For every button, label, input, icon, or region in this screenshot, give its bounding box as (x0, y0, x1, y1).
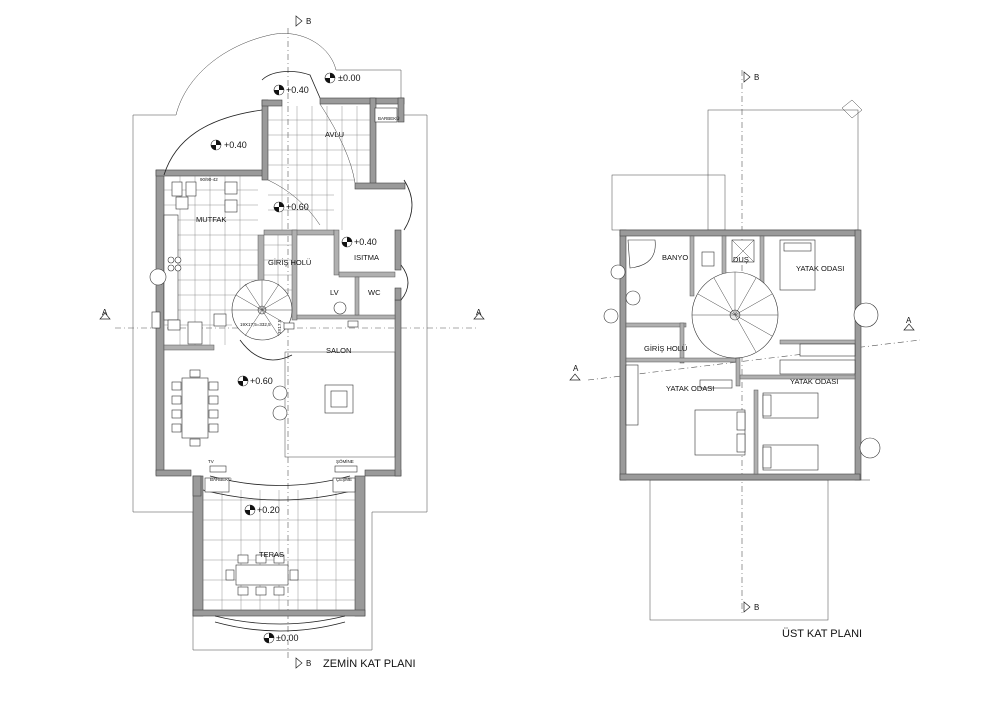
room-label-giris-holu: GİRİŞ HOLÜ (644, 344, 687, 353)
level-marker: +0.60 (237, 375, 273, 387)
level-marker: +0.40 (341, 236, 377, 248)
level-text: +0.40 (286, 85, 309, 95)
room-label-wc: WC (368, 288, 381, 297)
level-text: ±0.00 (338, 73, 360, 83)
section-mark-b: B (754, 73, 759, 82)
upper-beds (625, 239, 881, 471)
ground-room-labels: AVLU MUTFAK GİRİŞ HOLÜ ISITMA LV WC SALO… (196, 115, 400, 559)
ground-floor-plan: ±0.00 +0.40 +0.40 +0.60 +0.40 +0.60 (99, 15, 485, 670)
level-text: +0.60 (250, 376, 273, 386)
room-label-banyo: BANYO (662, 253, 688, 262)
level-marker: ±0.00 (324, 72, 360, 84)
avlu-tile-grid (268, 106, 370, 230)
ground-section-markers: A A B B (99, 15, 485, 669)
mutfak-fixtures (149, 181, 238, 345)
teras-furniture (204, 107, 398, 596)
small-label-barbeku: BARBEKÜ (210, 476, 232, 482)
salon-furniture (209, 301, 396, 473)
level-marker: +0.40 (273, 84, 309, 96)
upper-room-labels: BANYO DUŞ YATAK ODASI GİRİŞ HOLÜ YATAK O… (644, 253, 844, 393)
section-mark-a: A (102, 308, 108, 317)
section-mark-b: B (306, 659, 311, 668)
counter-dimension-label: 90/90-42 (200, 177, 218, 182)
room-label-giris-holu: GİRİŞ HOLÜ (268, 258, 311, 267)
room-label-mutfak: MUTFAK (196, 215, 226, 224)
upper-exterior-walls (619, 229, 862, 481)
level-text: +0.40 (354, 237, 377, 247)
room-label-avlu: AVLU (325, 130, 344, 139)
ground-level-markers: ±0.00 +0.40 +0.40 +0.60 +0.40 +0.60 (210, 72, 377, 644)
stair-dimension-label: 3X17,5 (277, 319, 282, 334)
level-marker: +0.20 (244, 504, 280, 516)
level-text: +0.20 (257, 505, 280, 515)
ground-interior-walls (163, 229, 396, 351)
room-label-salon: SALON (326, 346, 351, 355)
small-label-somine: ŞÖMİNE (336, 458, 354, 464)
upper-floor-plan: BANYO DUŞ YATAK ODASI GİRİŞ HOLÜ YATAK O… (569, 70, 921, 640)
level-marker: ±0.00 (263, 632, 298, 644)
room-label-dus: DUŞ (733, 255, 749, 264)
room-label-isitma: ISITMA (354, 253, 379, 262)
level-text: ±0.00 (276, 633, 298, 643)
section-mark-b: B (306, 17, 311, 26)
level-marker: +0.40 (210, 139, 247, 151)
room-label-lv: LV (330, 288, 339, 297)
small-label-cesme: ÇEŞME (336, 477, 352, 482)
ground-exterior-walls (155, 97, 406, 617)
upper-floor-title: ÜST KAT PLANI (782, 628, 862, 640)
ground-spiral-stair (231, 279, 293, 361)
room-label-yatak-odasi-1: YATAK ODASI (796, 264, 844, 273)
upper-spiral-stair (691, 271, 779, 359)
small-label-barbeku: BARBEKÜ (378, 115, 400, 121)
level-text: +0.40 (224, 140, 247, 150)
upper-section-markers: A A B B (569, 71, 915, 613)
room-label-teras: TERAS (259, 550, 284, 559)
section-mark-b: B (754, 603, 759, 612)
level-marker: +0.60 (273, 201, 309, 213)
dining-table-ground (171, 369, 219, 447)
level-text: +0.60 (286, 202, 309, 212)
ground-floor-title: ZEMİN KAT PLANI (323, 657, 416, 670)
room-label-yatak-odasi-2: YATAK ODASI (666, 384, 714, 393)
stair-dimension-label: 19X17,5=332,5 (240, 322, 271, 327)
section-mark-a: A (906, 316, 912, 325)
banyo-fixtures (603, 239, 755, 324)
small-label-tv: TV (208, 459, 214, 464)
room-label-yatak-odasi-3: YATAK ODASI (790, 377, 838, 386)
section-mark-a: A (573, 364, 579, 373)
section-mark-a: A (476, 308, 482, 317)
